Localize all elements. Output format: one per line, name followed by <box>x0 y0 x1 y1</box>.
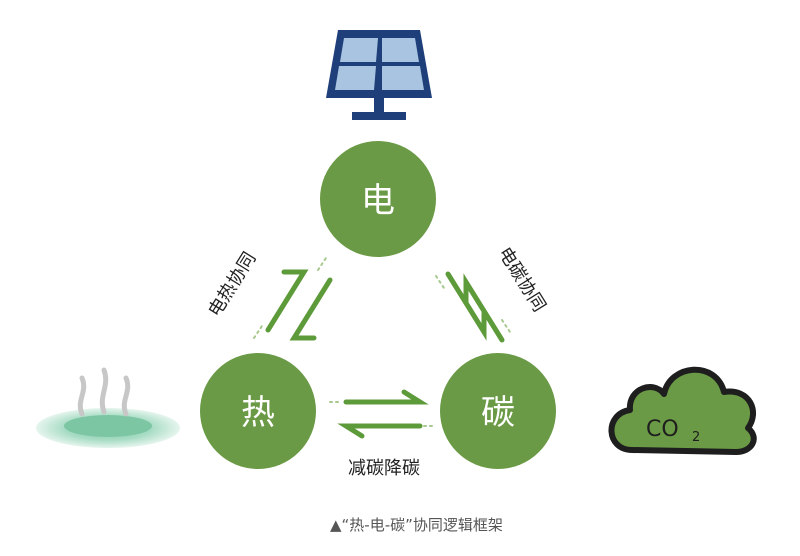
node-carbon-label: 碳 <box>481 393 515 433</box>
hot-spring-icon <box>36 367 180 448</box>
edge-label-electricity-carbon: 电碳协同 <box>494 244 550 316</box>
node-heat: 热 <box>200 353 316 469</box>
edge-label-heat-carbon: 减碳降碳 <box>348 458 420 479</box>
arrow-heat-carbon <box>329 389 437 439</box>
arrow-electricity-carbon <box>435 271 511 343</box>
arrow-heat-electricity <box>253 257 333 341</box>
solar-panel-icon <box>326 30 432 120</box>
co2-label: CO <box>646 417 679 442</box>
co2-cloud-icon: CO 2 <box>608 366 757 455</box>
node-electricity: 电 <box>320 141 436 257</box>
co2-subscript: 2 <box>692 430 700 445</box>
node-carbon: 碳 <box>440 353 556 469</box>
edge-label-heat-electricity: 电热协同 <box>204 248 260 320</box>
node-electricity-label: 电 <box>361 181 395 221</box>
node-heat-label: 热 <box>241 393 275 433</box>
figure-caption: ▲“热-电-碳”协同逻辑框架 <box>330 516 503 534</box>
